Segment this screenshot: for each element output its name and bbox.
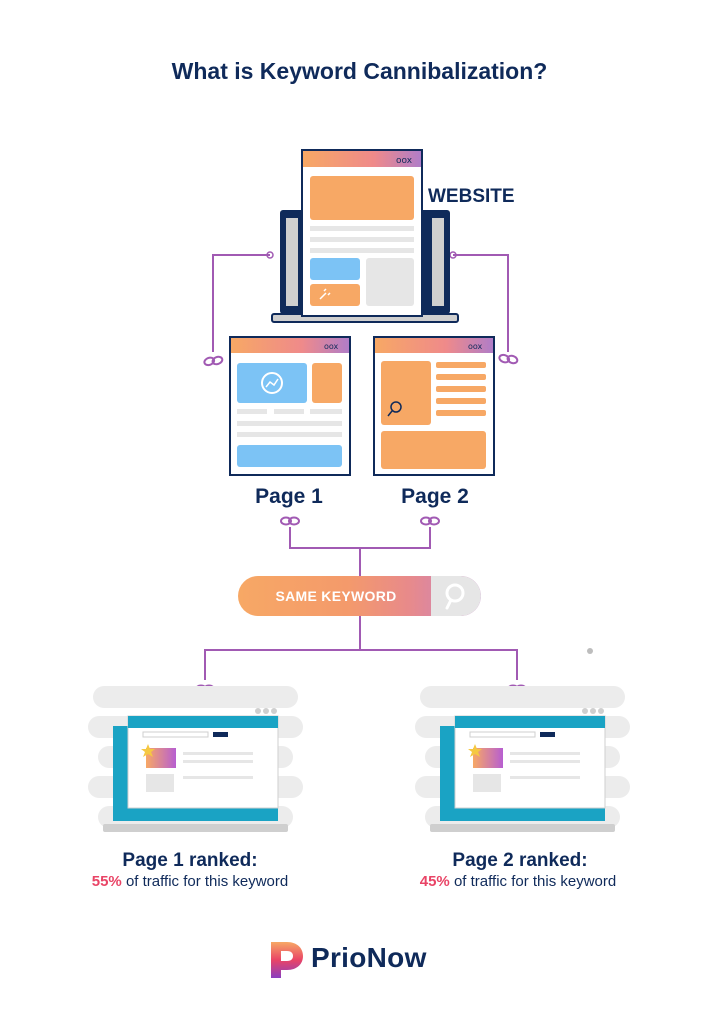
svg-text:oox: oox [396,156,413,166]
page2-ranked-detail: 45% of traffic for this keyword [358,873,678,890]
page1-percent-suffix: of traffic for this keyword [121,873,289,890]
page2-label: Page 2 [401,485,469,508]
page1-ranked-detail: 55% of traffic for this keyword [30,873,350,890]
page1-label: Page 1 [255,485,323,508]
prionow-logo-icon [271,942,303,978]
star-icon [141,744,155,757]
page1-illustration: oox [229,336,351,476]
website-illustration: oox [271,149,459,323]
website-label: WEBSITE [428,186,515,207]
connector-website-page2 [453,254,509,352]
page2-percent-suffix: of traffic for this keyword [449,873,617,890]
page2-percent: 45% [419,873,450,890]
connector-pages-keyword [289,527,431,549]
svg-text:oox: oox [468,342,483,351]
svg-text:oox: oox [324,342,339,351]
page2-illustration: oox [373,336,495,476]
link-icon-page1 [280,516,300,526]
page1-ranked-title: Page 1 ranked: [122,850,258,871]
page2-ranked-title: Page 2 ranked: [452,850,588,871]
brand-name: PrioNow [311,942,427,973]
magnifier-icon [390,401,402,413]
keyword-search-bar[interactable]: SAME KEYWORD [238,576,481,616]
result2-illustration [415,686,630,832]
sparkle-icon [319,288,331,300]
link-icon-page2 [420,516,440,526]
result1-illustration [88,686,303,832]
search-icon[interactable] [431,576,481,616]
chart-icon [261,372,283,394]
star-icon [468,744,482,757]
keyword-label: SAME KEYWORD [275,588,397,604]
link-icon-right [498,353,519,365]
connector-results [204,649,518,680]
page-title: What is Keyword Cannibalization? [171,58,548,84]
connector-website-page1 [212,254,270,352]
link-icon-left [203,355,224,367]
page1-percent: 55% [91,873,122,890]
